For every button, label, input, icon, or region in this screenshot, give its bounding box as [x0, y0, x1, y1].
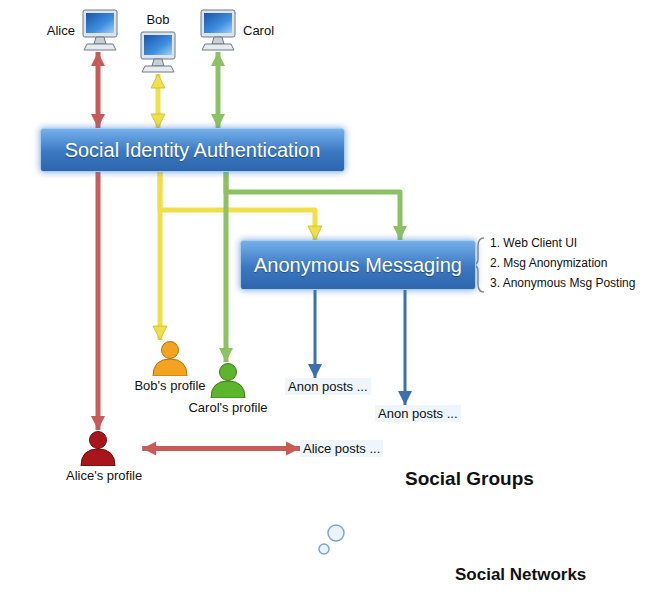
feature-list-item: 3. Anonymous Msg Posting: [490, 276, 635, 290]
user-computer: Alice: [47, 8, 120, 52]
person-icon: [208, 362, 248, 398]
profile-icon: Alice's profile: [66, 430, 142, 483]
cloud-outline: [5, 262, 655, 560]
network-cloud: Social NetworksSocial GroupsAnon posts .…: [5, 262, 655, 560]
feature-list-item: 2. Msg Anonymization: [490, 256, 607, 270]
box-title: Social Identity Authentication: [65, 139, 321, 162]
node-label: Alice posts ...: [303, 441, 380, 456]
flow-arrow: [404, 290, 407, 405]
computer-icon: [80, 8, 120, 52]
flow-arrow: [142, 446, 300, 451]
flow-arrow: [96, 172, 101, 430]
node-label: Bob's profile: [134, 378, 205, 393]
flow-arrow: [156, 74, 161, 128]
post-text: Anon posts ...: [285, 378, 371, 395]
flow-arrow: [226, 172, 400, 240]
process-box: Anonymous Messaging: [240, 240, 476, 290]
cloud-heading: Social Groups: [405, 468, 534, 490]
feature-list-item: 1. Web Client UI: [490, 236, 577, 250]
thought-bubble: [328, 525, 344, 541]
flow-arrow: [96, 52, 101, 128]
flow-arrow: [160, 172, 315, 240]
group-cloud: Social Groups Anon posts ... Anon posts ..…: [250, 298, 600, 530]
post-text: Alice posts ...: [300, 440, 383, 457]
flow-arrow: [216, 52, 221, 128]
user-computer: Bob: [138, 12, 178, 74]
process-box: Social Identity Authentication: [40, 128, 345, 172]
node-label: Bob: [146, 12, 169, 27]
person-icon: [78, 430, 118, 466]
node-label: Anon posts ...: [378, 406, 458, 421]
flow-arrow: [314, 290, 317, 378]
box-title: Anonymous Messaging: [254, 254, 462, 277]
user-computer: Carol: [198, 8, 274, 52]
cloud-heading: Social Networks: [455, 565, 586, 585]
computer-icon: [138, 30, 178, 74]
thought-bubble: [319, 544, 329, 554]
node-label: Alice: [47, 23, 75, 38]
flow-arrow: [224, 172, 229, 362]
node-label: Carol's profile: [188, 400, 267, 415]
person-icon: [150, 340, 190, 376]
profile-icon: Bob's profile: [134, 340, 205, 393]
node-label: Alice's profile: [66, 468, 142, 483]
computer-icon: [198, 8, 238, 52]
node-label: Carol: [243, 23, 274, 38]
post-text: Anon posts ...: [375, 405, 461, 422]
node-label: Anon posts ...: [288, 379, 368, 394]
